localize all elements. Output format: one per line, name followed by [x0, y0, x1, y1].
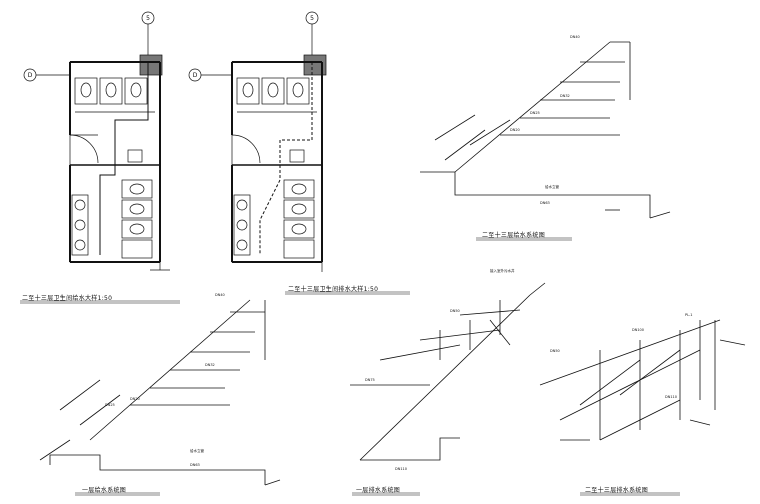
upper-supply-diagram — [420, 41, 671, 219]
axis-label-db: D — [193, 72, 198, 79]
upper-drain-diagram — [539, 319, 746, 441]
caption-lower-drain: 一层排水系统图 — [356, 487, 401, 494]
lower-drain-diagram — [350, 282, 546, 461]
axis-labels: 5 D 5 D — [28, 15, 314, 79]
tag-dn40-b: DN40 — [215, 293, 225, 297]
tag-dn20-b: DN20 — [130, 397, 140, 401]
tag-upper-drain-riser: PL-1 — [685, 313, 693, 317]
caption-upper-supply: 二至十三层给水系统图 — [482, 232, 546, 239]
caption-upper-drain: 二至十三层排水系统图 — [585, 487, 649, 494]
tag-dn75-a: DN75 — [365, 378, 375, 382]
tag-dn50-a: DN50 — [450, 309, 460, 313]
caption-underlines — [20, 237, 680, 496]
plan-giving-water — [23, 11, 170, 271]
dn-tags: DN63 给水立管 DN40 DN32 DN25 DN20 DN63 给水立管 … — [105, 35, 693, 471]
lower-supply-diagram — [39, 299, 281, 486]
tag-upper-supply-main: DN63 — [540, 201, 550, 205]
caption-plan-drain: 二至十三层卫生间排水大样1:50 — [288, 286, 379, 293]
tag-dn50-b: DN50 — [550, 349, 560, 353]
tag-lower-drain-vent: 接入室外污水井 — [490, 268, 515, 273]
caption-lower-supply: 一层给水系统图 — [82, 487, 127, 494]
tag-dn25-a: DN25 — [530, 111, 540, 115]
axis-label-da: D — [28, 72, 33, 79]
tag-dn25-b: DN25 — [105, 403, 115, 407]
axis-label-5a: 5 — [146, 15, 150, 22]
plan-drainage — [188, 11, 327, 272]
tag-dn32-b: DN32 — [205, 363, 215, 367]
tag-dn40-a: DN40 — [570, 35, 580, 39]
tag-lower-supply-main: DN63 — [190, 463, 200, 467]
tag-upper-supply-riser: 给水立管 — [545, 184, 559, 189]
tag-dn100-a: DN100 — [632, 328, 644, 332]
caption-plan-supply: 二至十三层卫生间给水大样1:50 — [22, 295, 113, 302]
tag-lower-supply-riser: 给水立管 — [190, 448, 204, 453]
tag-lower-drain-main: DN110 — [395, 467, 407, 471]
tag-upper-drain-main: DN110 — [665, 395, 677, 399]
tag-dn20-a: DN20 — [510, 128, 520, 132]
axis-label-5b: 5 — [310, 15, 314, 22]
tag-dn32-a: DN32 — [560, 94, 570, 98]
